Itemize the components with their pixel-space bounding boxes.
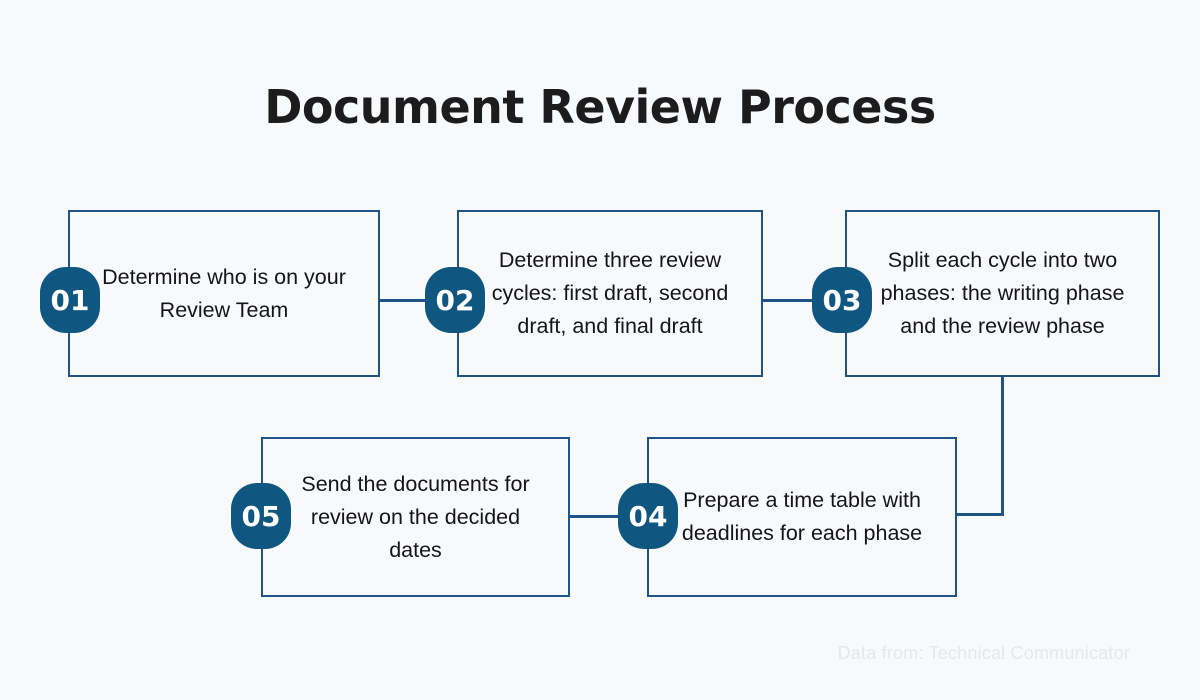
- step-number-badge-05: 05: [231, 483, 291, 549]
- step-number-badge-01: 01: [40, 267, 100, 333]
- step-number-badge-03: 03: [812, 267, 872, 333]
- step-box-02[interactable]: Determine three review cycles: first dra…: [457, 210, 763, 377]
- connector-step1-step2: [378, 299, 428, 302]
- step-box-03[interactable]: Split each cycle into two phases: the wr…: [845, 210, 1160, 377]
- page-title: Document Review Process: [264, 80, 936, 134]
- step-number-badge-02: 02: [425, 267, 485, 333]
- step-text-01: Determine who is on your Review Team: [102, 264, 346, 322]
- connector-step5-step4: [568, 515, 621, 518]
- step-text-04: Prepare a time table with deadlines for …: [681, 488, 923, 545]
- source-attribution: Data from: Technical Communicator: [837, 643, 1130, 663]
- step-text-02: Determine three review cycles: first dra…: [491, 248, 729, 338]
- step-box-04[interactable]: Prepare a time table with deadlines for …: [647, 437, 957, 597]
- step-text-03: Split each cycle into two phases: the wr…: [880, 248, 1125, 338]
- step-text-05: Send the documents for review on the dec…: [301, 471, 530, 562]
- connector-step3-step4-horizontal: [955, 513, 1004, 516]
- connector-step2-step3: [761, 299, 815, 302]
- step-box-05[interactable]: Send the documents for review on the dec…: [261, 437, 570, 597]
- step-number-badge-04: 04: [618, 483, 678, 549]
- connector-step3-step4-vertical: [1001, 376, 1004, 515]
- step-box-01[interactable]: Determine who is on your Review Team: [68, 210, 380, 377]
